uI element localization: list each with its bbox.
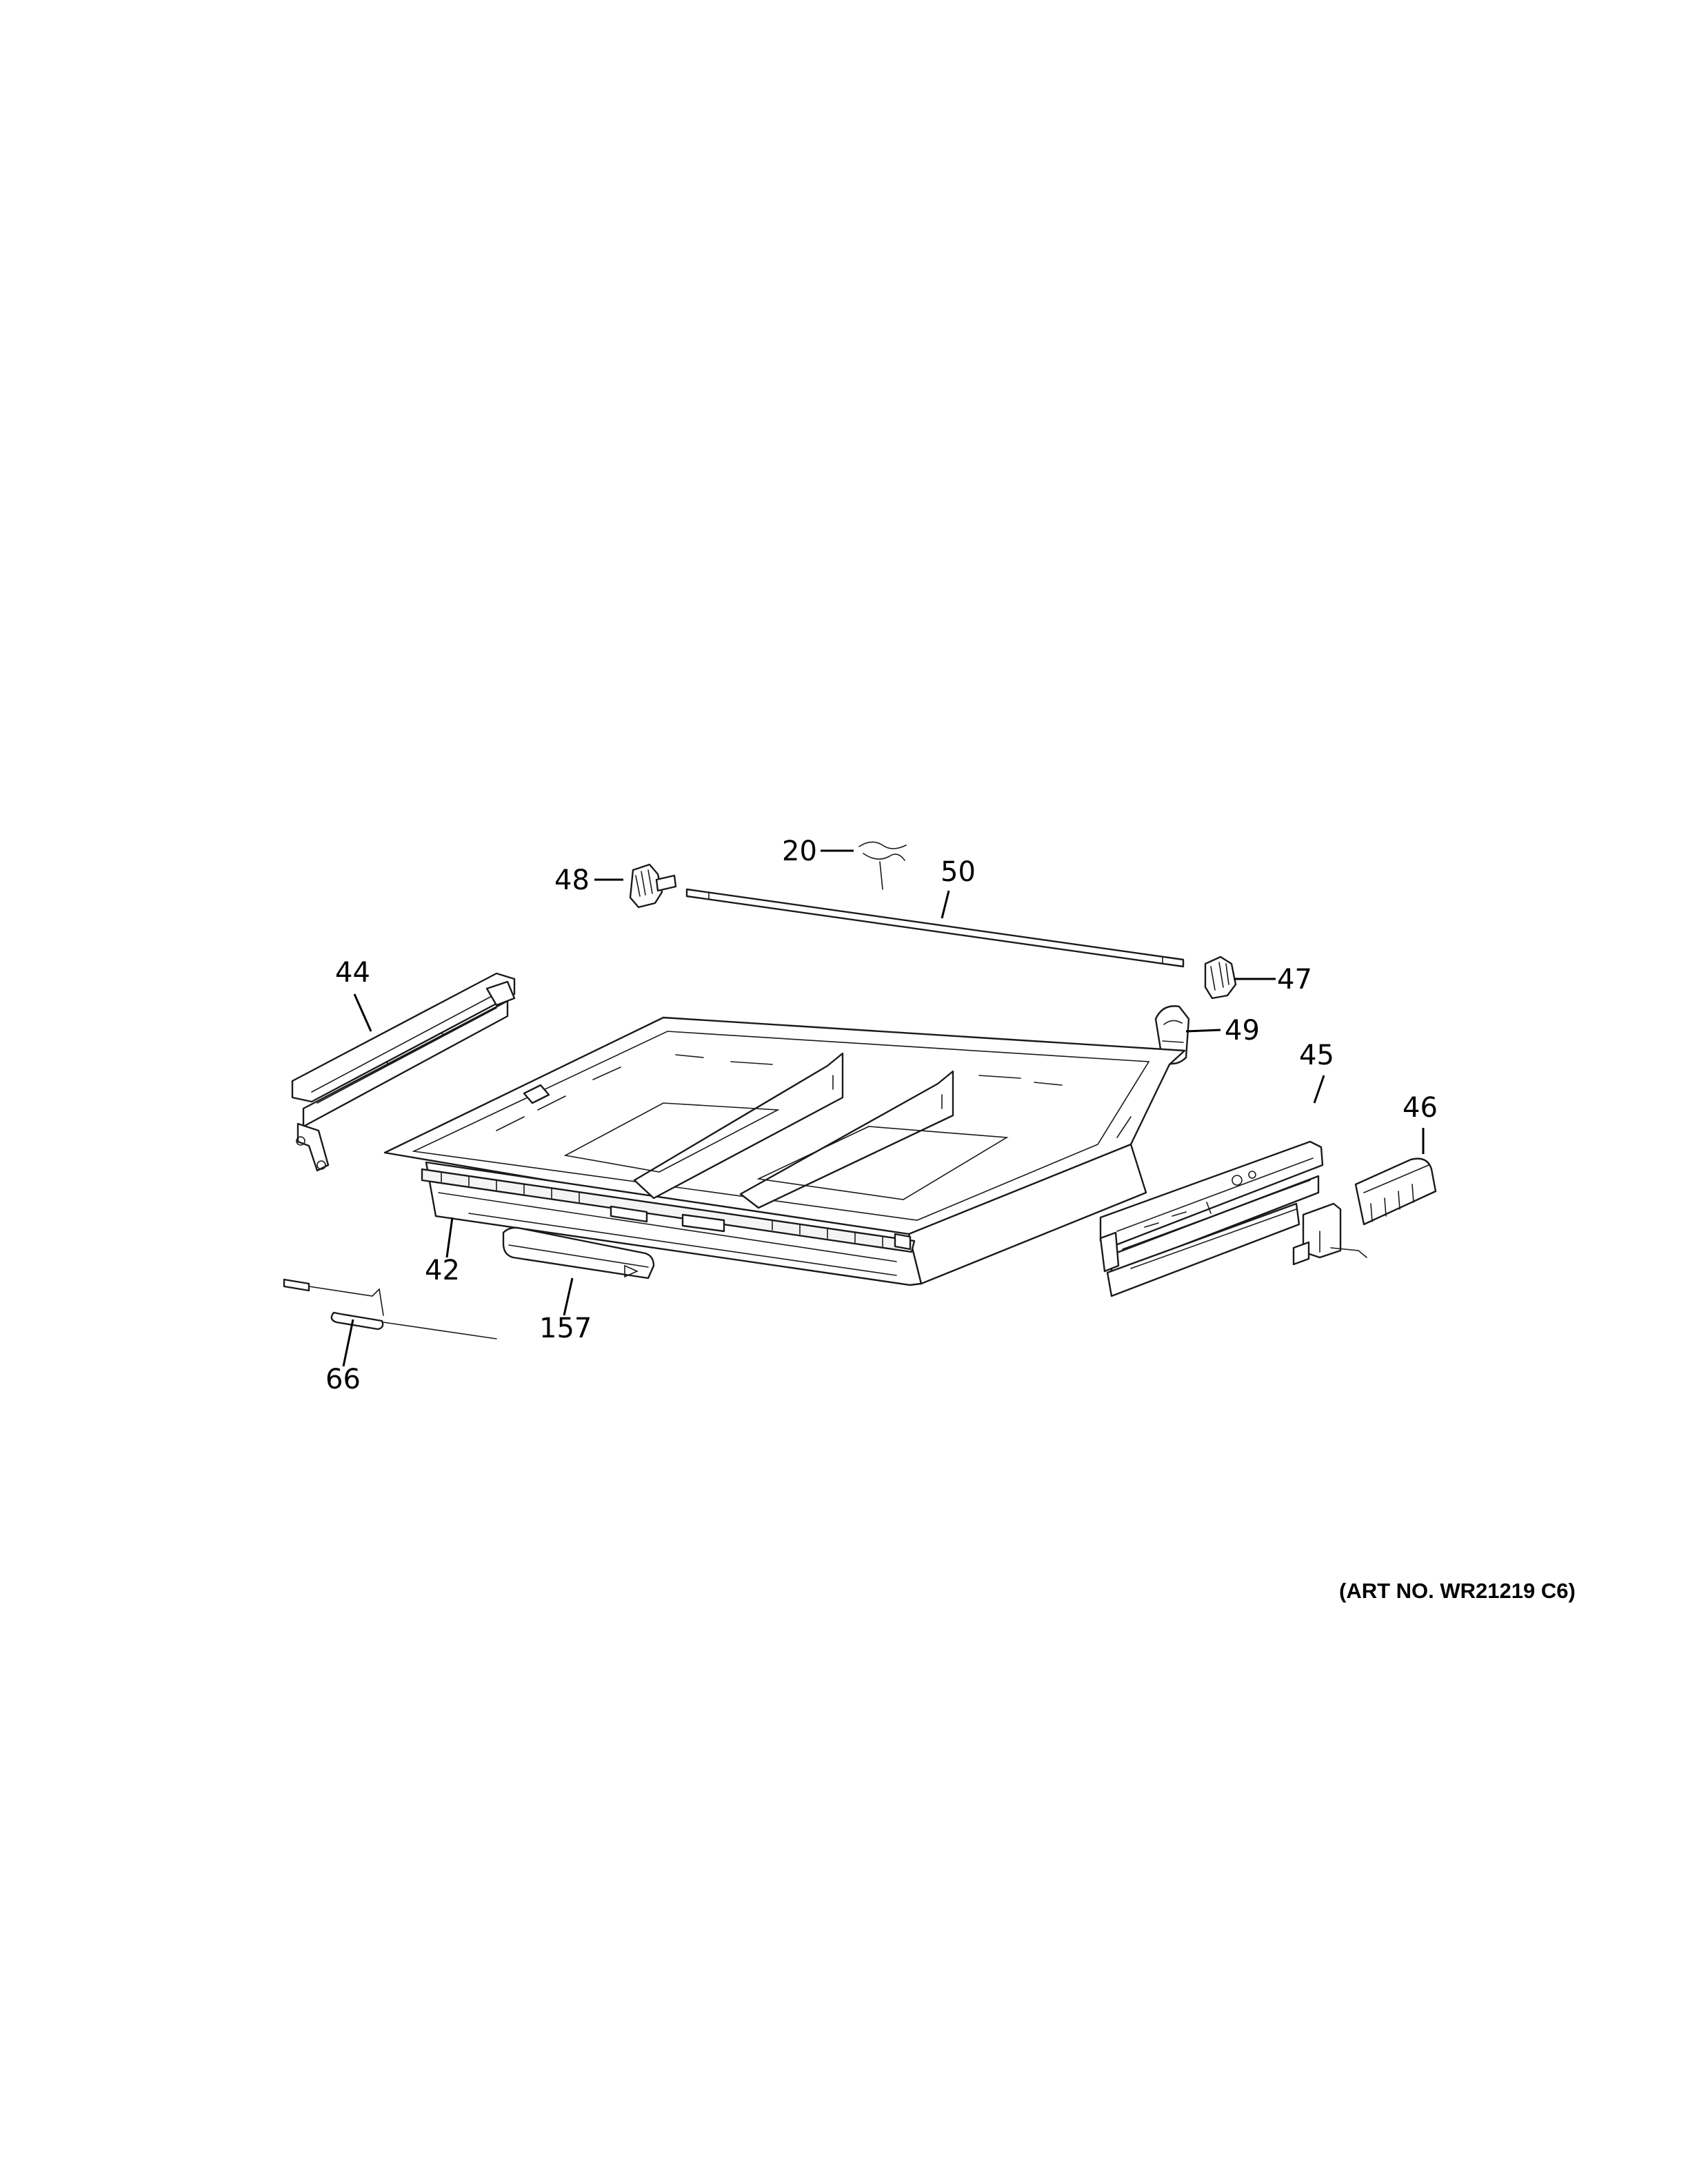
part-47-gear [1204,956,1237,1000]
leader-50 [941,890,950,919]
callout-47: 47 [1277,964,1312,995]
leader-45 [1313,1075,1325,1104]
part-46-cable-carrier [1292,1157,1437,1266]
callout-50: 50 [941,856,976,888]
callout-42: 42 [425,1255,460,1286]
part-20-wire-clip [858,841,907,890]
art-number: (ART NO. WR21219 C6) [1339,1579,1576,1603]
callout-44: 44 [335,957,370,989]
leader-157 [563,1277,574,1316]
callout-46: 46 [1403,1092,1438,1124]
callout-20: 20 [782,836,817,867]
part-42-drawer-tray [383,1016,1186,1286]
part-44-left-rail [291,972,516,1172]
callout-45: 45 [1299,1040,1334,1071]
part-66-wire-harness [283,1278,497,1339]
part-48-gear [629,863,677,909]
callout-labels: 20 48 50 47 49 44 45 46 42 157 66 [325,836,1438,1395]
callout-48: 48 [554,865,590,896]
leader-49 [1185,1029,1221,1033]
part-45-right-rail [1099,1140,1324,1297]
callout-66: 66 [325,1364,361,1395]
part-50-shaft-rod [685,888,1185,968]
leader-66 [342,1319,354,1367]
leader-lines [342,849,1425,1367]
callout-157: 157 [539,1313,592,1344]
callout-49: 49 [1225,1015,1260,1046]
leader-42 [445,1217,454,1258]
leader-44 [353,993,372,1032]
part-157-handle [502,1226,655,1280]
